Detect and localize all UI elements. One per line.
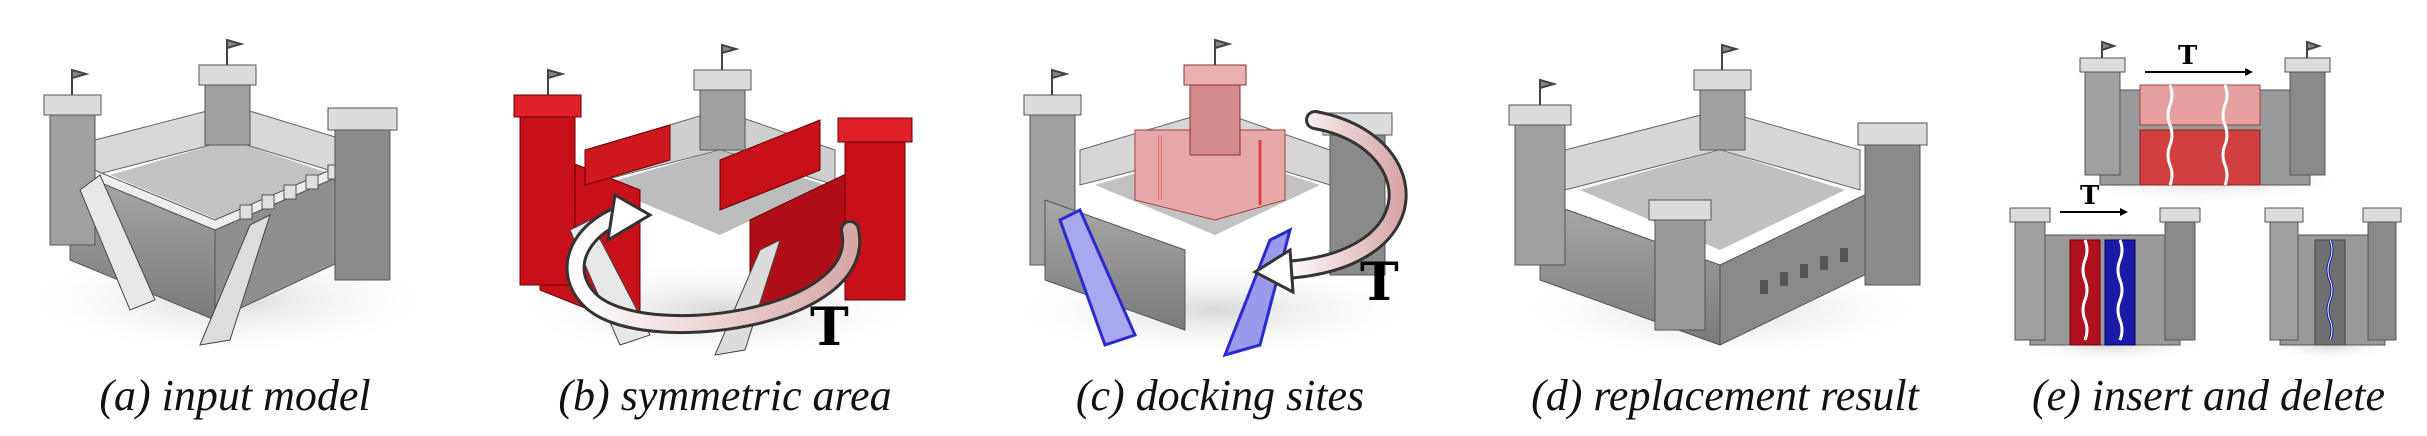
panel-insert-delete: T T (e) insert and delet xyxy=(1990,0,2427,436)
transform-label-e-bottom: T xyxy=(2080,181,2100,211)
transform-label-e-top: T xyxy=(2178,41,2198,71)
caption-symmetric-area: (b) symmetric area xyxy=(558,371,892,420)
caption-docking-sites: (c) docking sites xyxy=(1075,371,1365,420)
caption-insert-delete: (e) insert and delete xyxy=(2031,371,2386,420)
castle-input-illustration xyxy=(20,38,440,355)
caption-input-model: (a) input model xyxy=(99,371,371,420)
castle-insert-delete-illustration: T T xyxy=(2009,40,2402,363)
panel-docking-sites: T (c) docking sites xyxy=(985,0,1455,436)
panel-input-model: (a) input model xyxy=(0,0,470,436)
panel-symmetric-area: T (b) symmetric area xyxy=(490,0,960,436)
panel-replacement-result: (d) replacement result xyxy=(1490,0,1960,436)
caption-replacement-result: (d) replacement result xyxy=(1531,371,1919,420)
transform-label-c: T xyxy=(1360,252,1399,313)
castle-symmetric-illustration: T xyxy=(510,43,930,360)
castle-replacement-illustration xyxy=(1508,43,1930,360)
transform-label-b: T xyxy=(810,297,849,358)
castle-docking-illustration: T xyxy=(1005,38,1425,360)
